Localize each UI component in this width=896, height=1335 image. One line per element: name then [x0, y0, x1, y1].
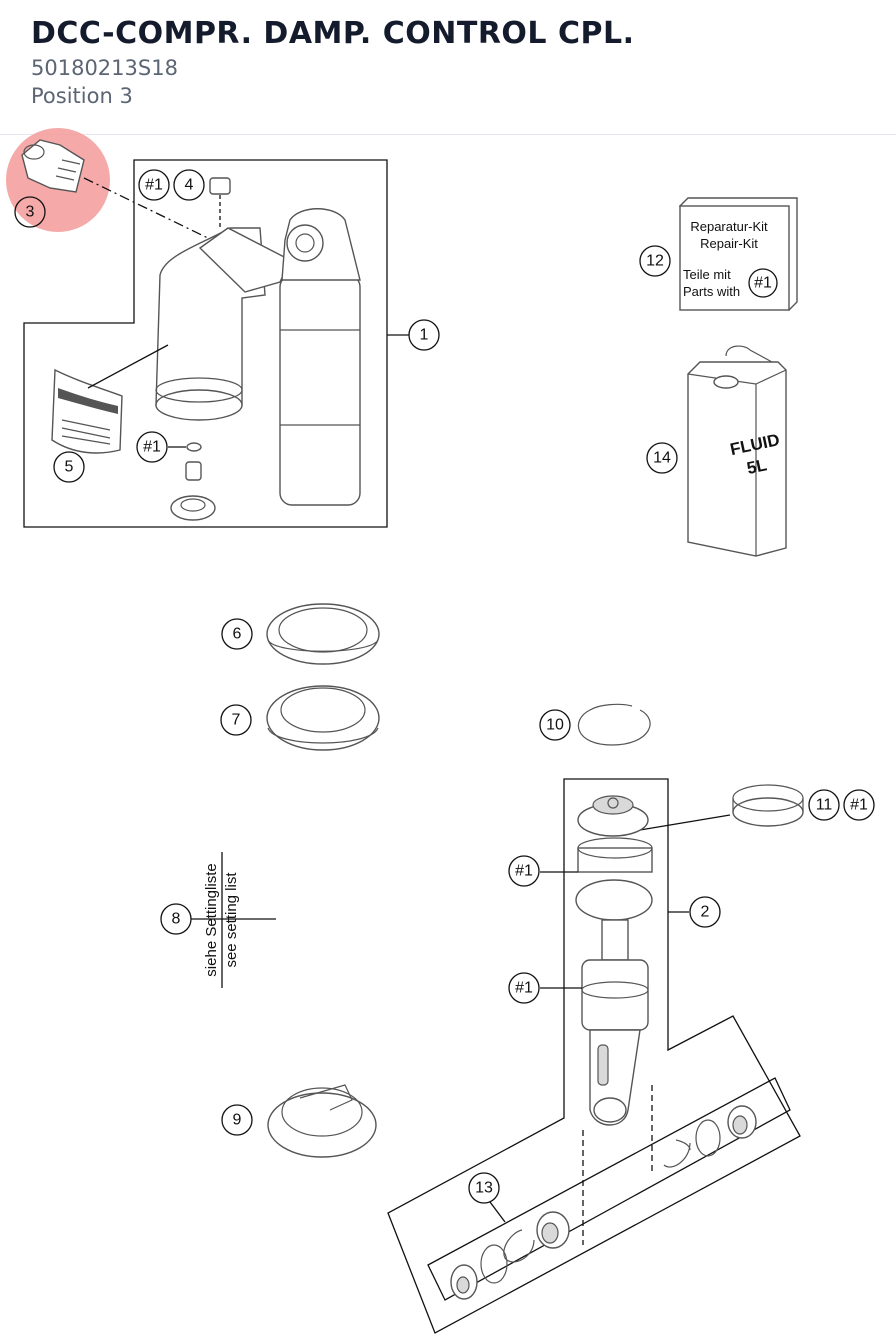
svg-text:#1: #1 — [143, 439, 161, 456]
svg-text:4: 4 — [185, 177, 194, 194]
callout-3[interactable]: 3 — [14, 196, 46, 228]
part-10-circlip[interactable] — [577, 703, 651, 746]
part-1-shock-absorber[interactable] — [155, 208, 361, 506]
part-13-bearing-set[interactable] — [450, 1105, 757, 1300]
svg-text:7: 7 — [232, 712, 241, 729]
part-2-piston-rod[interactable] — [575, 795, 653, 1126]
repair-kit-text-de: Reparatur-Kit — [690, 219, 768, 234]
callout-2[interactable]: 2 — [689, 896, 721, 928]
callout-11[interactable]: 11 — [808, 789, 840, 821]
part-9-spring-seat[interactable] — [267, 1084, 377, 1158]
setting-note-de: siehe Settingliste — [203, 863, 220, 976]
part-5-sticker[interactable] — [51, 368, 123, 454]
assembly-frame-2 — [387, 778, 801, 1334]
reservoir-valve-parts[interactable] — [170, 442, 216, 521]
callout-6[interactable]: 6 — [221, 618, 253, 650]
callout-9[interactable]: 9 — [221, 1104, 253, 1136]
assembly-frame-13 — [427, 1077, 791, 1301]
svg-text:#1: #1 — [754, 275, 772, 292]
part-12-repair-kit[interactable]: Reparatur-Kit Repair-Kit Teile mit Parts… — [678, 197, 798, 311]
callout-5[interactable]: 5 — [53, 451, 85, 483]
svg-text:8: 8 — [172, 911, 181, 928]
callout-ref-rod[interactable]: #1 — [508, 972, 540, 1004]
callout-10[interactable]: 10 — [539, 709, 571, 741]
svg-text:1: 1 — [420, 327, 429, 344]
spring-setting-note: siehe Settingliste see setting list — [203, 852, 240, 988]
leader-11 — [639, 814, 731, 831]
parts-with-text-en: Parts with — [683, 284, 740, 299]
page-title: DCC-COMPR. DAMP. CONTROL CPL. — [31, 16, 635, 51]
callout-ref-piston[interactable]: #1 — [508, 855, 540, 887]
svg-text:#1: #1 — [515, 863, 533, 880]
fluid-volume-label: 5L — [745, 455, 768, 478]
svg-text:2: 2 — [701, 904, 710, 921]
callout-14[interactable]: 14 — [646, 442, 678, 474]
svg-text:13: 13 — [475, 1180, 493, 1197]
part-4-plug[interactable] — [209, 177, 231, 228]
leader-5 — [87, 344, 169, 389]
callout-12[interactable]: 12 — [639, 245, 671, 277]
svg-text:#1: #1 — [515, 980, 533, 997]
svg-text:5: 5 — [65, 459, 74, 476]
svg-text:3: 3 — [26, 204, 35, 221]
callout-7[interactable]: 7 — [220, 704, 252, 736]
part-6-spring-retainer[interactable] — [266, 603, 380, 665]
page-header: DCC-COMPR. DAMP. CONTROL CPL. 50180213S1… — [0, 0, 896, 135]
callout-1[interactable]: 1 — [408, 319, 440, 351]
callout-ref-kit[interactable]: #1 — [748, 268, 778, 298]
svg-text:14: 14 — [653, 450, 671, 467]
part-number: 50180213S18 — [31, 56, 178, 80]
part-11-ring[interactable] — [732, 784, 804, 827]
parts-with-text-de: Teile mit — [683, 267, 731, 282]
svg-text:11: 11 — [816, 797, 833, 814]
svg-text:#1: #1 — [145, 177, 163, 194]
callout-13[interactable]: 13 — [468, 1172, 500, 1204]
repair-kit-text-en: Repair-Kit — [700, 236, 758, 251]
callout-ref-top[interactable]: #1 — [138, 169, 170, 201]
svg-text:9: 9 — [233, 1112, 242, 1129]
part-14-fluid-can[interactable]: FLUID 5L — [687, 345, 787, 557]
dashed-guides — [582, 1085, 653, 1245]
callout-ref-reservoir[interactable]: #1 — [136, 431, 168, 463]
leader-13 — [489, 1201, 506, 1223]
setting-note-en: see setting list — [223, 872, 240, 968]
callout-8[interactable]: 8 — [160, 903, 192, 935]
assembly-frame-1 — [23, 159, 388, 528]
svg-text:6: 6 — [233, 626, 242, 643]
part-7-spring-retainer[interactable] — [266, 685, 380, 751]
callout-ref-11[interactable]: #1 — [843, 789, 875, 821]
leader-3 — [83, 177, 213, 241]
callout-4[interactable]: 4 — [173, 169, 205, 201]
svg-text:#1: #1 — [850, 797, 868, 814]
svg-text:12: 12 — [646, 253, 664, 270]
position-label: Position 3 — [31, 84, 133, 108]
part-8-spring[interactable] — [258, 773, 390, 1067]
part-3-adjuster-knob[interactable] — [21, 139, 85, 193]
svg-text:10: 10 — [546, 717, 564, 734]
